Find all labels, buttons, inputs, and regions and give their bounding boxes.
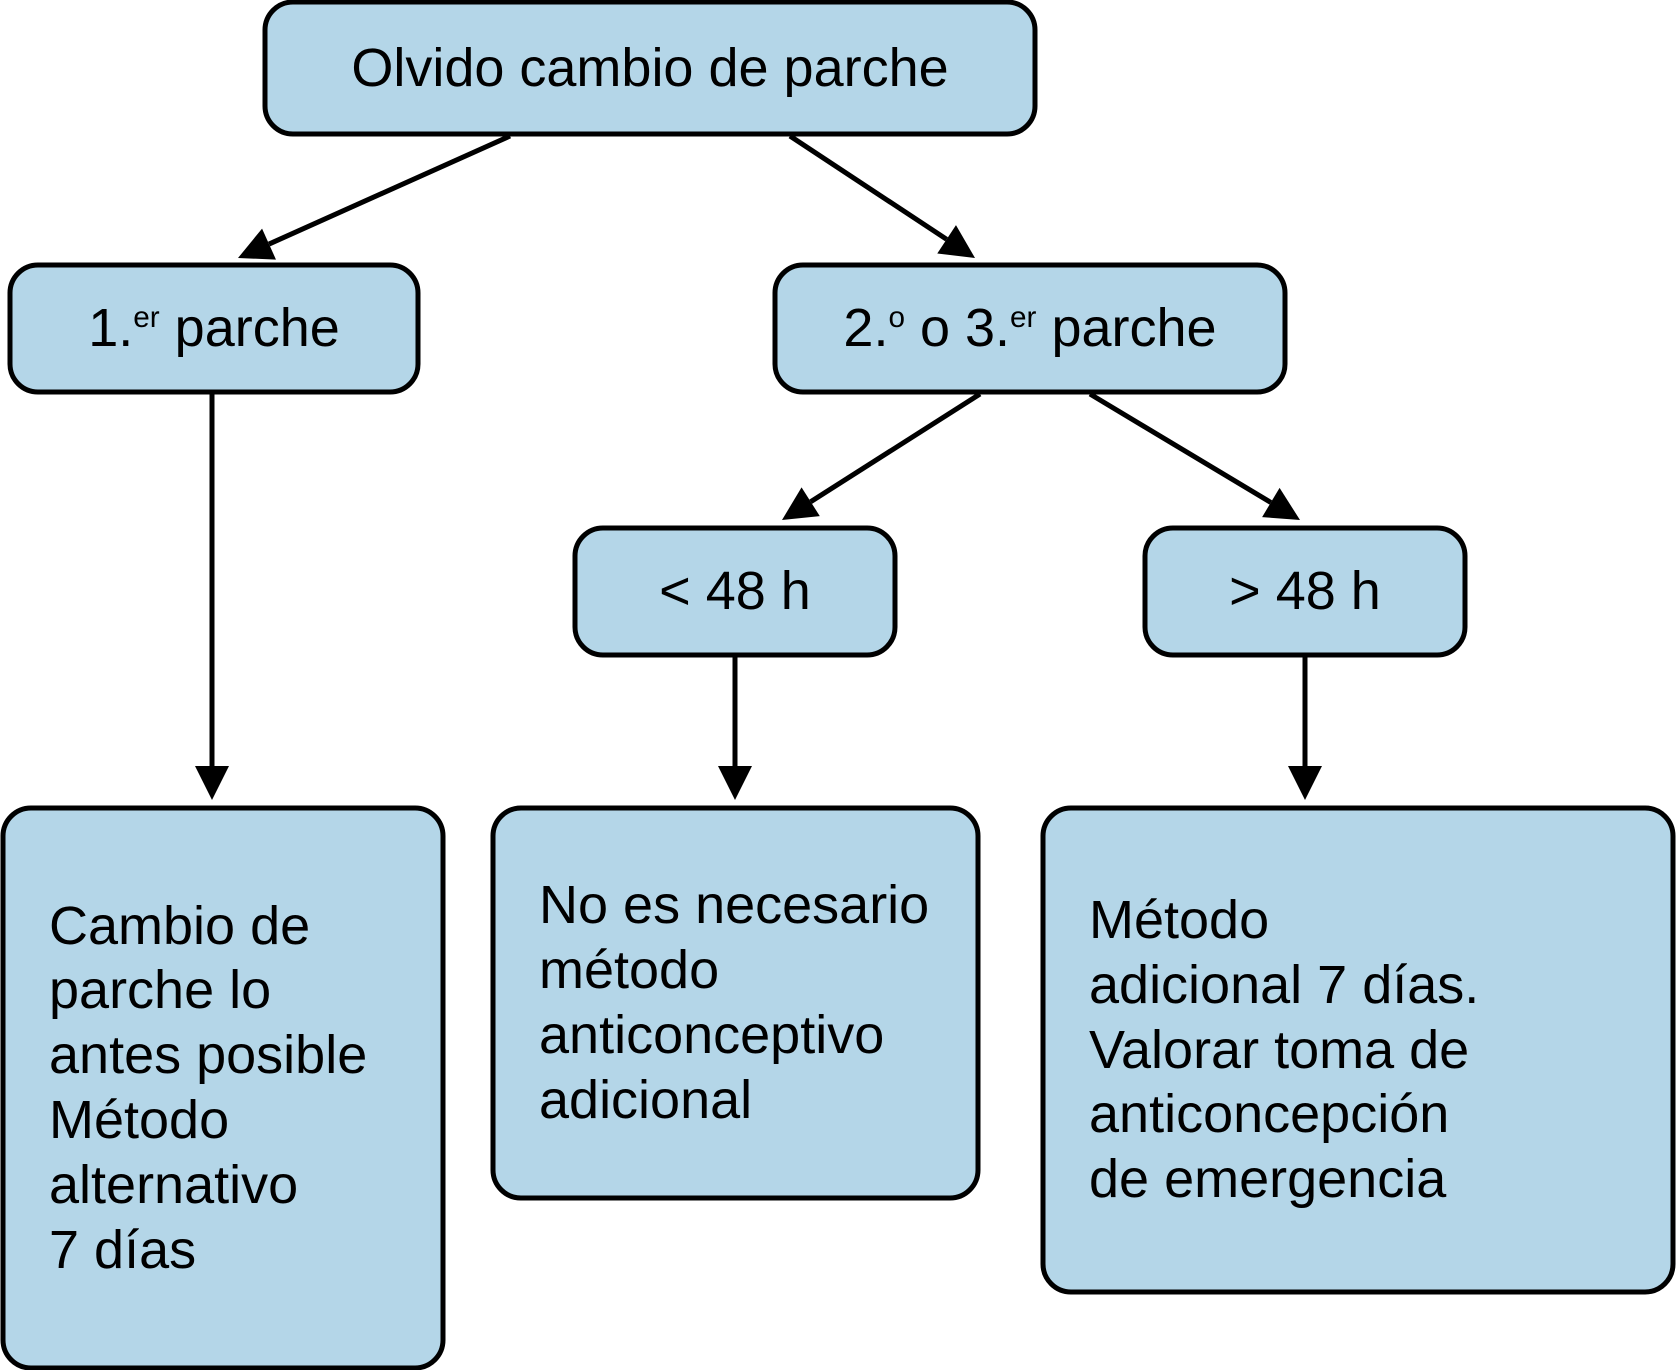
node-action3[interactable]	[1040, 805, 1676, 1295]
arrowhead-action3	[1288, 766, 1322, 800]
edge-patch23-to-lt48	[809, 391, 982, 504]
arrowhead-action1	[195, 766, 229, 800]
edge-patch23-to-gt48	[1088, 391, 1273, 505]
arrowhead-action2	[718, 766, 752, 800]
arrowhead-lt48	[782, 487, 820, 520]
arrowhead-patch23	[937, 225, 975, 258]
node-gt48[interactable]	[1142, 525, 1468, 658]
edge-root-to-patch1	[267, 133, 512, 247]
arrowhead-patch1	[238, 228, 276, 260]
arrowhead-gt48	[1262, 487, 1300, 520]
node-patch23[interactable]	[772, 262, 1288, 395]
edge-root-to-patch23	[788, 133, 948, 242]
edges-group	[195, 133, 1322, 800]
node-lt48[interactable]	[572, 525, 898, 658]
node-patch1[interactable]	[7, 262, 421, 395]
node-root[interactable]	[262, 0, 1038, 137]
node-action1[interactable]	[0, 805, 446, 1370]
node-action2[interactable]	[490, 805, 981, 1201]
